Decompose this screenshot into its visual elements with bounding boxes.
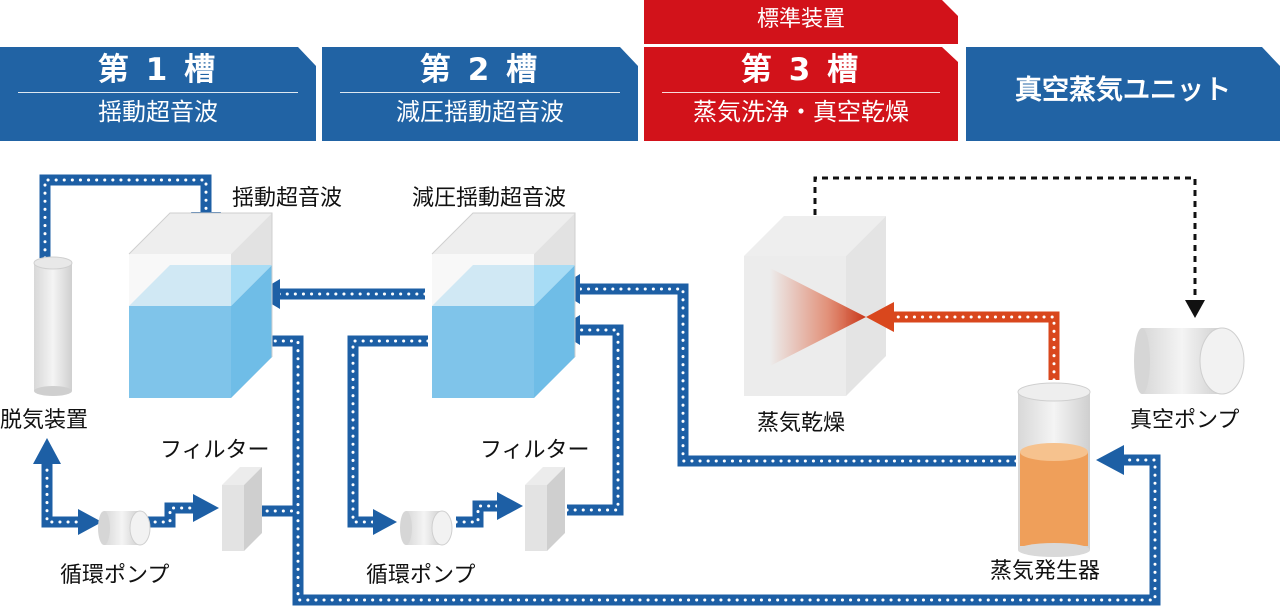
header-tank1: 第 1 槽 揺動超音波 bbox=[0, 52, 316, 127]
label-pump1: 循環ポンプ bbox=[60, 563, 170, 588]
pump1 bbox=[98, 510, 151, 546]
arrow-into-generator bbox=[1096, 445, 1124, 475]
label-degasser: 脱気装置 bbox=[0, 408, 89, 433]
label-vacuum-pump: 真空ポンプ bbox=[1130, 408, 1240, 433]
header-bg-vacuum-unit bbox=[966, 47, 1280, 141]
header-tank3: 第 3 槽 蒸気洗浄・真空乾燥 bbox=[644, 52, 958, 127]
arrow-into-filter1 bbox=[193, 494, 219, 522]
pipe-degasser-pump1 bbox=[41, 462, 88, 528]
label-steam-dry: 蒸気乾燥 bbox=[757, 411, 846, 436]
pipe-pump2-to-filter2 bbox=[456, 500, 505, 528]
arrow-into-pump1 bbox=[78, 509, 102, 535]
label-steam-generator: 蒸気発生器 bbox=[990, 559, 1101, 584]
pump2 bbox=[400, 510, 453, 546]
filter2 bbox=[525, 467, 565, 551]
header-tag: 標準装置 bbox=[644, 5, 958, 35]
label-filter2: フィルター bbox=[480, 438, 590, 463]
arrow-into-vacuum-pump bbox=[1185, 300, 1205, 318]
header-title: 第 3 槽 bbox=[740, 52, 862, 88]
vacuum-line bbox=[813, 176, 1197, 302]
header-subtitle: 蒸気洗浄・真空乾燥 bbox=[693, 98, 909, 126]
pipe-tank2-to-pump2 bbox=[347, 335, 428, 528]
header-subtitle: 減圧揺動超音波 bbox=[396, 98, 564, 126]
header-tag-label: 標準装置 bbox=[756, 7, 845, 32]
label-filter1: フィルター bbox=[160, 438, 270, 463]
filter1 bbox=[222, 467, 262, 551]
arrow-into-pump2 bbox=[373, 509, 397, 535]
arrow-into-filter2 bbox=[497, 492, 523, 520]
label-tank1: 揺動超音波 bbox=[232, 186, 343, 211]
header-tank2: 第 2 槽 減圧揺動超音波 bbox=[322, 52, 638, 127]
arrow-into-degasser bbox=[33, 438, 61, 464]
header-title: 第 1 槽 bbox=[97, 52, 219, 88]
arrow-steam-in bbox=[866, 302, 894, 332]
pipe-steam-to-dryer bbox=[890, 311, 1060, 380]
degasser-cylinder bbox=[33, 256, 73, 396]
tank2 bbox=[431, 212, 576, 398]
header-bg-tank1 bbox=[0, 47, 316, 141]
header-vacuum-unit: 真空蒸気ユニット bbox=[966, 74, 1280, 108]
header-tag-bg bbox=[644, 0, 958, 44]
pipe-pump1-to-filter1 bbox=[147, 502, 200, 528]
tank1 bbox=[128, 212, 273, 398]
header-bg-tank3 bbox=[644, 47, 958, 141]
header-title: 真空蒸気ユニット bbox=[1015, 75, 1231, 106]
label-tank2: 減圧揺動超音波 bbox=[412, 186, 567, 211]
steam-dryer bbox=[744, 216, 894, 396]
vacuum-pump bbox=[1134, 327, 1245, 395]
blue-pipes bbox=[39, 174, 1161, 606]
header-bg-tank2 bbox=[322, 47, 638, 141]
header-title: 第 2 槽 bbox=[419, 52, 541, 88]
steam-generator bbox=[1017, 382, 1091, 557]
header-subtitle: 揺動超音波 bbox=[98, 98, 218, 126]
steam-beam bbox=[770, 268, 866, 366]
label-pump2: 循環ポンプ bbox=[366, 563, 476, 588]
